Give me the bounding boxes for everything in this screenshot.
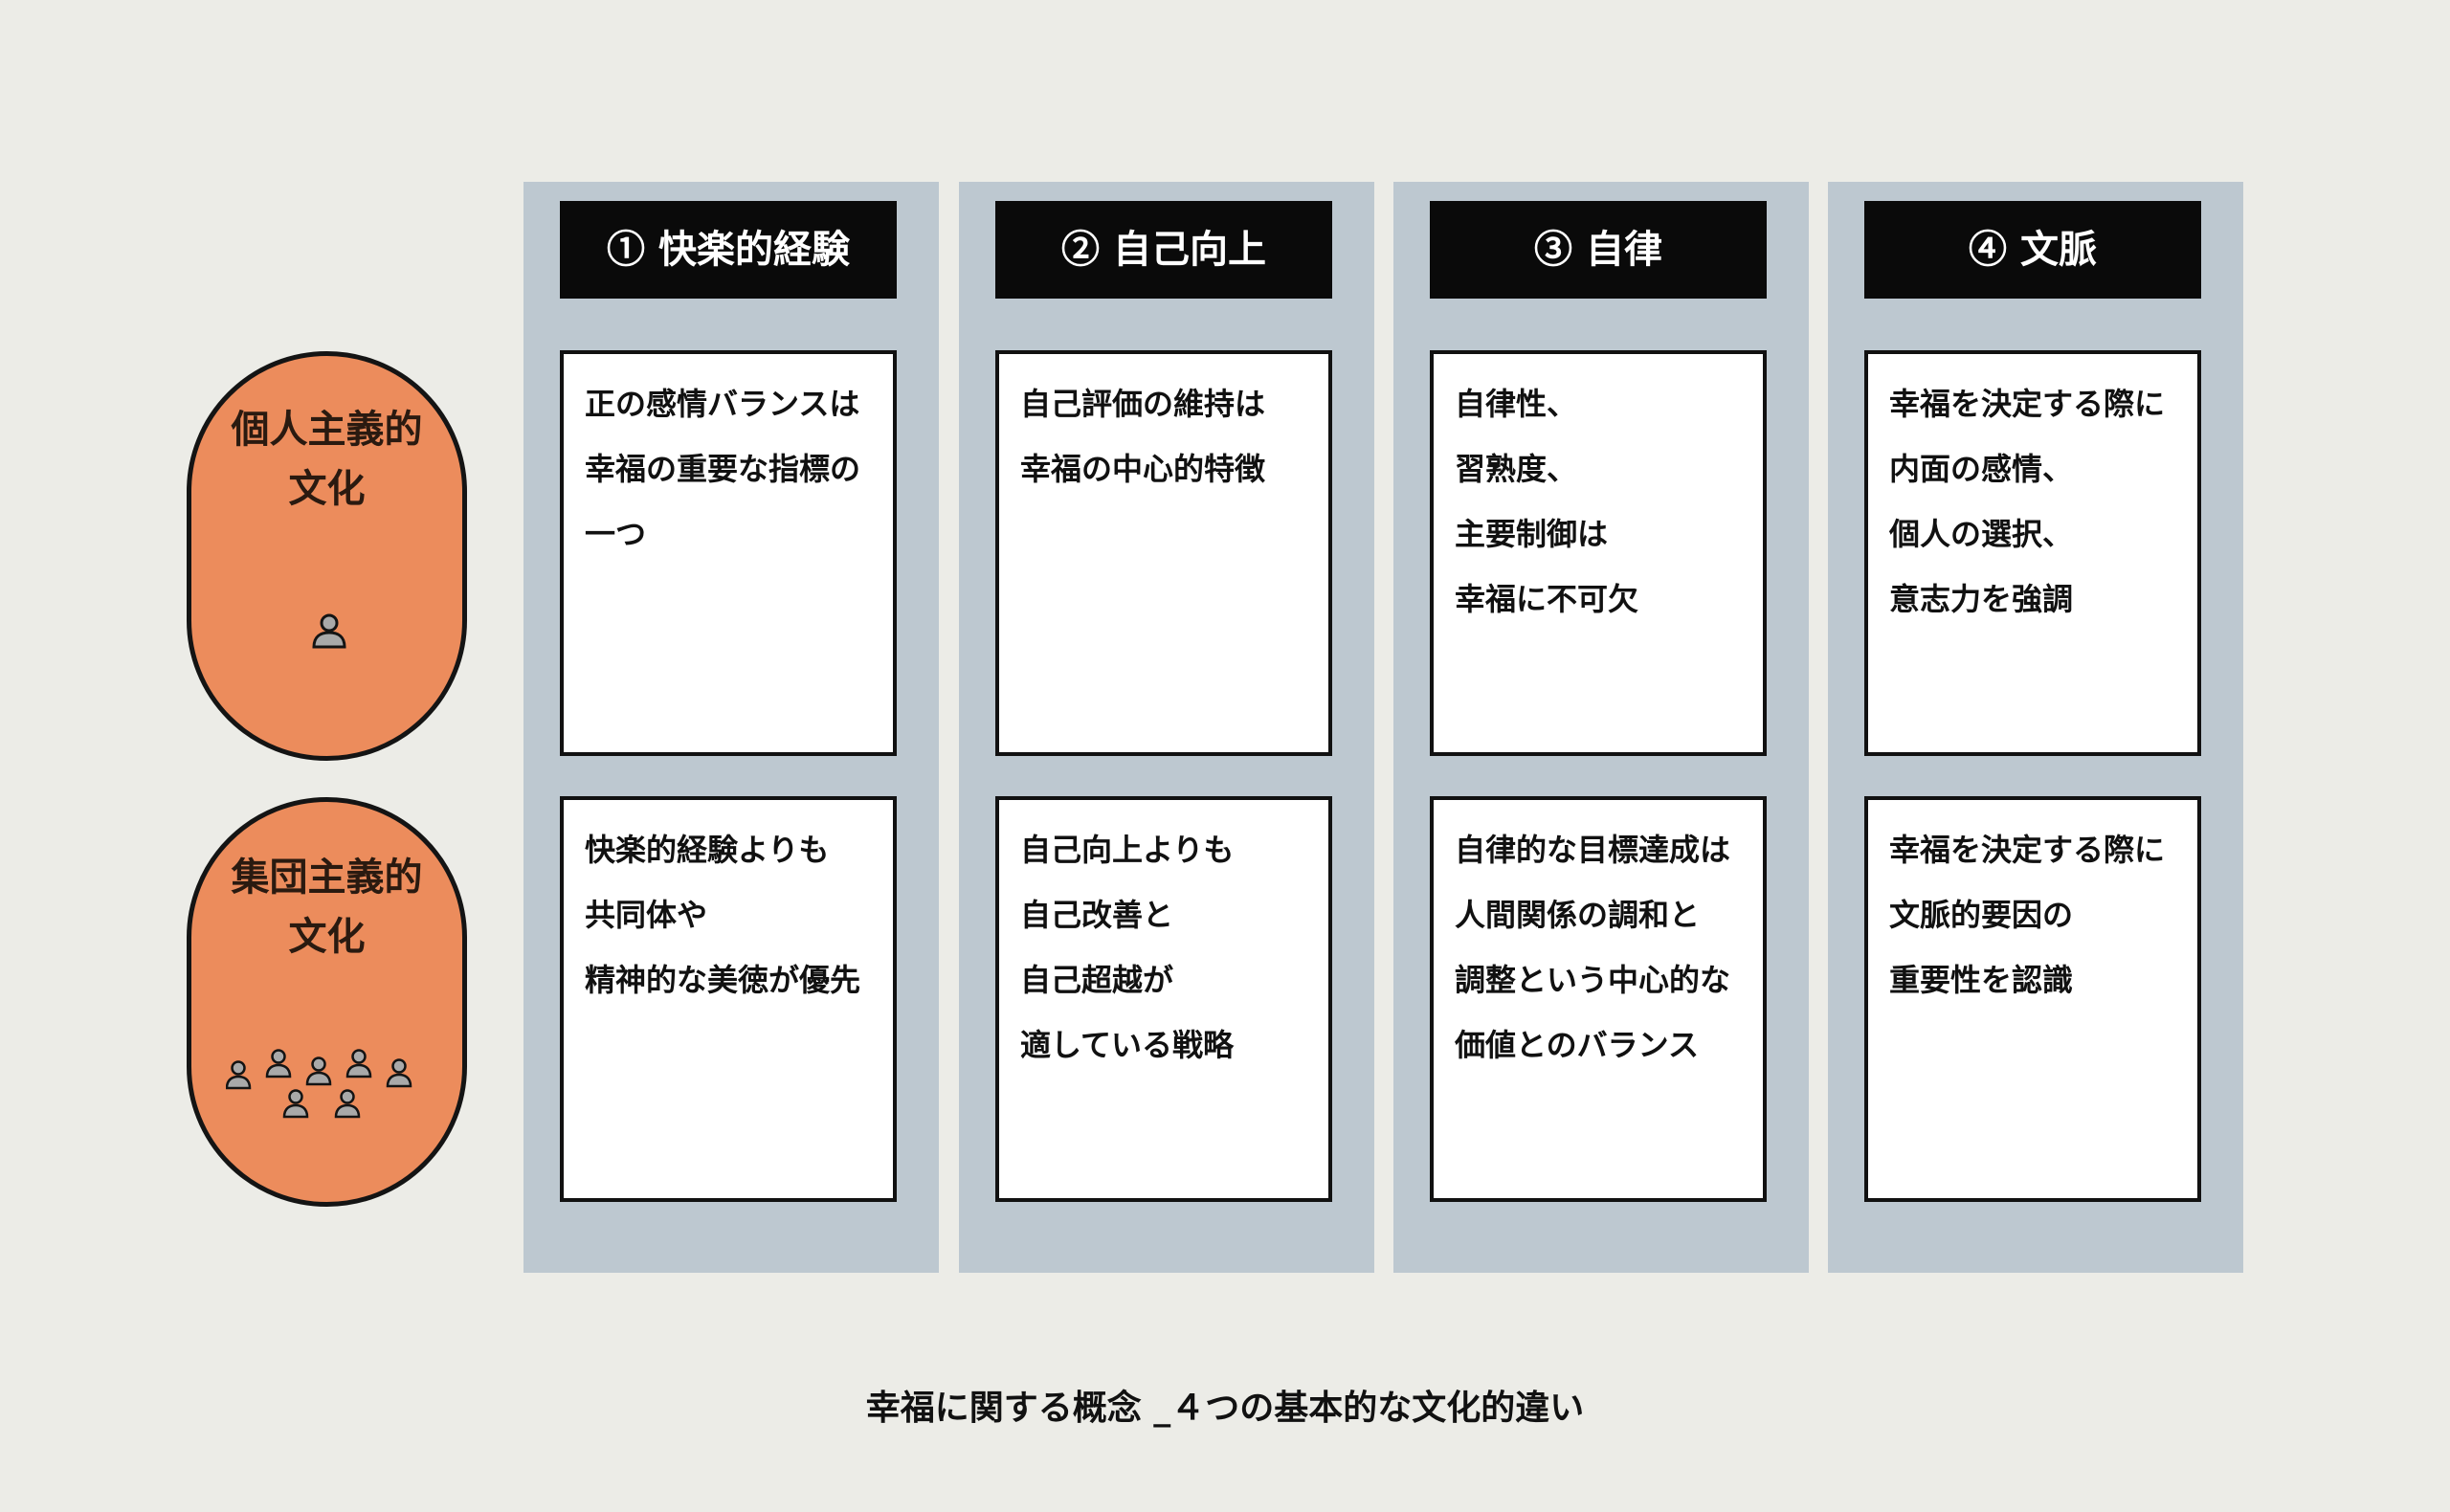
column-header: ② 自己向上 — [995, 201, 1332, 299]
card-collectivist: 幸福を決定する際に 文脈的要因の 重要性を認識 — [1864, 796, 2201, 1202]
card-line: 意志力を強調 — [1889, 581, 2074, 617]
card-collectivist: 自己向上よりも 自己改善と 自己超越が 適している戦略 — [995, 796, 1332, 1202]
person-icon — [312, 613, 346, 649]
card-line: 幸福に不可欠 — [1455, 581, 1639, 617]
card-collectivist: 快楽的経験よりも 共同体や 精神的な美徳が優先 — [560, 796, 897, 1202]
people-group-icon — [226, 1049, 412, 1119]
card-line: 適している戦略 — [1020, 1027, 1235, 1063]
card-line: 精神的な美徳が優先 — [585, 962, 861, 998]
column-header: ④ 文脈 — [1864, 201, 2201, 299]
card-individualist: 自己評価の維持は 幸福の中心的特徴 — [995, 350, 1332, 756]
card-line: 一つ — [585, 516, 647, 552]
diagram-caption: 幸福に関する概念 _４つの基本的な文化的違い — [865, 1389, 1585, 1428]
card-line: 幸福を決定する際に — [1889, 386, 2166, 422]
card-line: 個人の選択、 — [1889, 516, 2074, 552]
column-context: ④ 文脈 幸福を決定する際に 内面の感情、 個人の選択、 意志力を強調 幸福を決… — [1828, 182, 2243, 1273]
row-label-text: 集団主義的 文化 — [231, 855, 423, 959]
card-line: 共同体や — [585, 897, 708, 933]
row-label-collectivist: 集団主義的 文化 — [187, 797, 467, 1207]
card-line: 主要制御は — [1455, 516, 1609, 552]
card-line: 重要性を認識 — [1889, 962, 2074, 998]
card-line: 幸福を決定する際に — [1889, 832, 2166, 868]
card-individualist: 自律性、 習熟度、 主要制御は 幸福に不可欠 — [1430, 350, 1767, 756]
card-individualist: 幸福を決定する際に 内面の感情、 個人の選択、 意志力を強調 — [1864, 350, 2201, 756]
row-label-text: 個人主義的 文化 — [231, 407, 423, 511]
card-individualist: 正の感情バランスは 幸福の重要な指標の 一つ — [560, 350, 897, 756]
card-line: 人間関係の調和と — [1455, 897, 1701, 933]
card-line: 自律的な目標達成は — [1455, 832, 1731, 868]
card-line: 内面の感情、 — [1889, 451, 2074, 487]
card-line: 価値とのバランス — [1455, 1027, 1700, 1063]
card-collectivist: 自律的な目標達成は 人間関係の調和と 調整という中心的な 価値とのバランス — [1430, 796, 1767, 1202]
column-header: ③ 自律 — [1430, 201, 1767, 299]
row-label-individualist: 個人主義的 文化 — [187, 351, 467, 761]
card-line: 自己評価の維持は — [1020, 386, 1266, 422]
column-autonomy: ③ 自律 自律性、 習熟度、 主要制御は 幸福に不可欠 自律的な目標達成は 人間… — [1393, 182, 1809, 1273]
card-line: 自己向上よりも — [1020, 832, 1235, 868]
card-line: 幸福の重要な指標の — [585, 451, 861, 487]
column-header: ① 快楽的経験 — [560, 201, 897, 299]
card-line: 快楽的経験よりも — [585, 832, 830, 868]
card-line: 自律性、 — [1455, 386, 1578, 422]
card-line: 正の感情バランスは — [585, 386, 860, 422]
card-line: 自己超越が — [1020, 962, 1174, 998]
card-line: 文脈的要因の — [1889, 897, 2074, 933]
card-line: 幸福の中心的特徴 — [1020, 451, 1266, 487]
card-line: 調整という中心的な — [1455, 962, 1731, 998]
column-hedonic-experience: ① 快楽的経験 正の感情バランスは 幸福の重要な指標の 一つ 快楽的経験よりも … — [523, 182, 939, 1273]
card-line: 自己改善と — [1020, 897, 1174, 933]
card-line: 習熟度、 — [1455, 451, 1578, 487]
column-self-enhancement: ② 自己向上 自己評価の維持は 幸福の中心的特徴 自己向上よりも 自己改善と 自… — [959, 182, 1374, 1273]
